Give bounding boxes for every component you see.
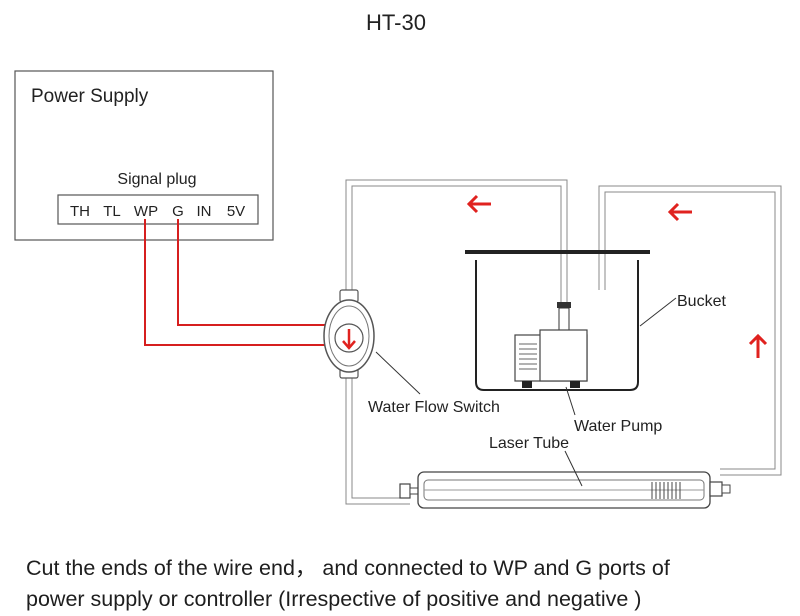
wp-wire (144, 219, 330, 346)
caption-line-2: power supply or controller (Irrespective… (26, 587, 642, 611)
water-flow-switch-label: Water Flow Switch (368, 399, 500, 416)
flow-direction-arrow-icon (342, 329, 356, 350)
signal-plug-connector (57, 194, 259, 225)
laser-tube (399, 471, 731, 509)
water-pump (514, 302, 588, 388)
laser-tube-label: Laser Tube (489, 435, 569, 452)
pin-g: G (172, 203, 184, 220)
signal-plug-label: Signal plug (117, 171, 196, 188)
flow-left-arrow-icon (667, 202, 692, 222)
pin-5v: 5V (227, 203, 245, 220)
power-supply-label: Power Supply (31, 86, 149, 107)
pin-tl: TL (103, 203, 121, 220)
pin-wp: WP (134, 203, 158, 220)
flow-left-arrow-icon (466, 194, 491, 214)
laser-tube-leader-line (564, 450, 583, 487)
instruction-caption: Cut the ends of the wire end， and connec… (26, 553, 786, 615)
pin-in: IN (197, 203, 212, 220)
pin-th: TH (70, 203, 90, 220)
diagram-title: HT-30 (366, 10, 426, 35)
bucket-leader-line (639, 297, 677, 327)
caption-line-1: Cut the ends of the wire end， and connec… (26, 556, 670, 580)
pump-leader-line (565, 386, 576, 416)
g-wire (177, 219, 330, 326)
bucket (465, 250, 650, 391)
bucket-label: Bucket (677, 293, 726, 310)
water-pump-label: Water Pump (574, 418, 662, 435)
flow-up-arrow-icon (748, 333, 768, 358)
flow-switch-leader-line (375, 351, 421, 395)
